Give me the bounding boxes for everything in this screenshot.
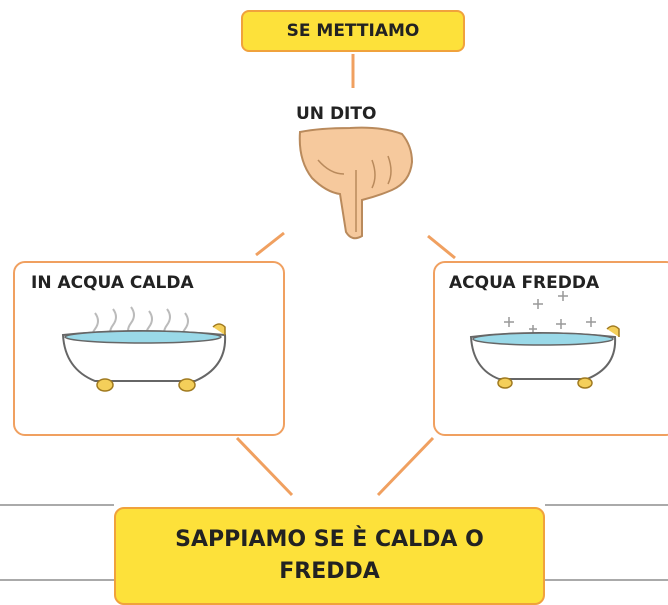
top-box-label: SE METTIAMO bbox=[286, 21, 420, 41]
bathtub-hot-icon bbox=[61, 306, 227, 392]
cold-water-card: ACQUA FREDDA bbox=[433, 261, 668, 436]
hot-water-label: IN ACQUA CALDA bbox=[31, 273, 194, 293]
cold-water-label: ACQUA FREDDA bbox=[449, 273, 600, 293]
connector-left-up bbox=[255, 231, 285, 257]
connector-right-down bbox=[376, 436, 435, 497]
connector-right-up bbox=[427, 234, 456, 260]
conclusion-box: SAPPIAMO SE È CALDA O FREDDA bbox=[114, 507, 545, 605]
top-box: SE METTIAMO bbox=[241, 10, 465, 52]
finger-label: UN DITO bbox=[296, 104, 377, 124]
conclusion-label: SAPPIAMO SE È CALDA O FREDDA bbox=[175, 527, 484, 584]
connector-left-down bbox=[235, 436, 294, 497]
bathtub-cold-icon bbox=[469, 291, 620, 389]
hot-water-card: IN ACQUA CALDA bbox=[13, 261, 285, 436]
